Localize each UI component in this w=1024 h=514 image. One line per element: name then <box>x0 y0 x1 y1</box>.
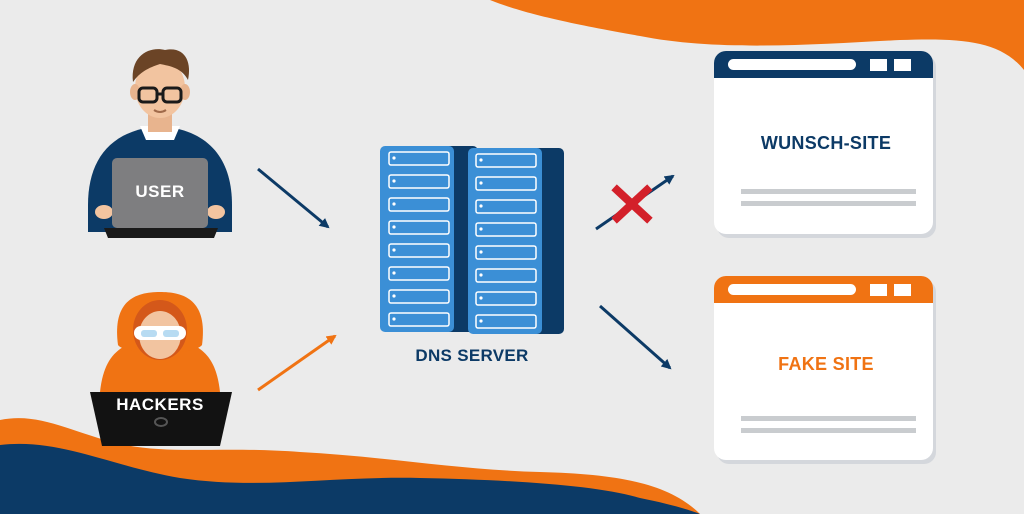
top-right-swoosh <box>490 0 1024 70</box>
wunsch-site-label: WUNSCH-SITE <box>760 133 892 153</box>
red-x-icon <box>611 184 653 224</box>
hackers-label: HACKERS <box>116 395 204 414</box>
arrow-hacker-to-dns <box>257 334 337 392</box>
arrow-dns-to-fake-site <box>599 304 672 370</box>
wunsch-site-window <box>714 51 936 238</box>
user-with-laptop-icon <box>88 49 232 238</box>
bottom-left-swoosh <box>0 418 700 514</box>
server-slots <box>388 151 537 329</box>
server-rack-icon <box>380 146 564 334</box>
fake-site-label: FAKE SITE <box>778 354 874 374</box>
dns-server-label: DNS SERVER <box>415 346 529 365</box>
arrow-user-to-dns <box>257 167 330 229</box>
hooded-hacker-icon <box>90 292 232 446</box>
fake-site-window <box>714 276 936 464</box>
user-label: USER <box>135 182 185 201</box>
